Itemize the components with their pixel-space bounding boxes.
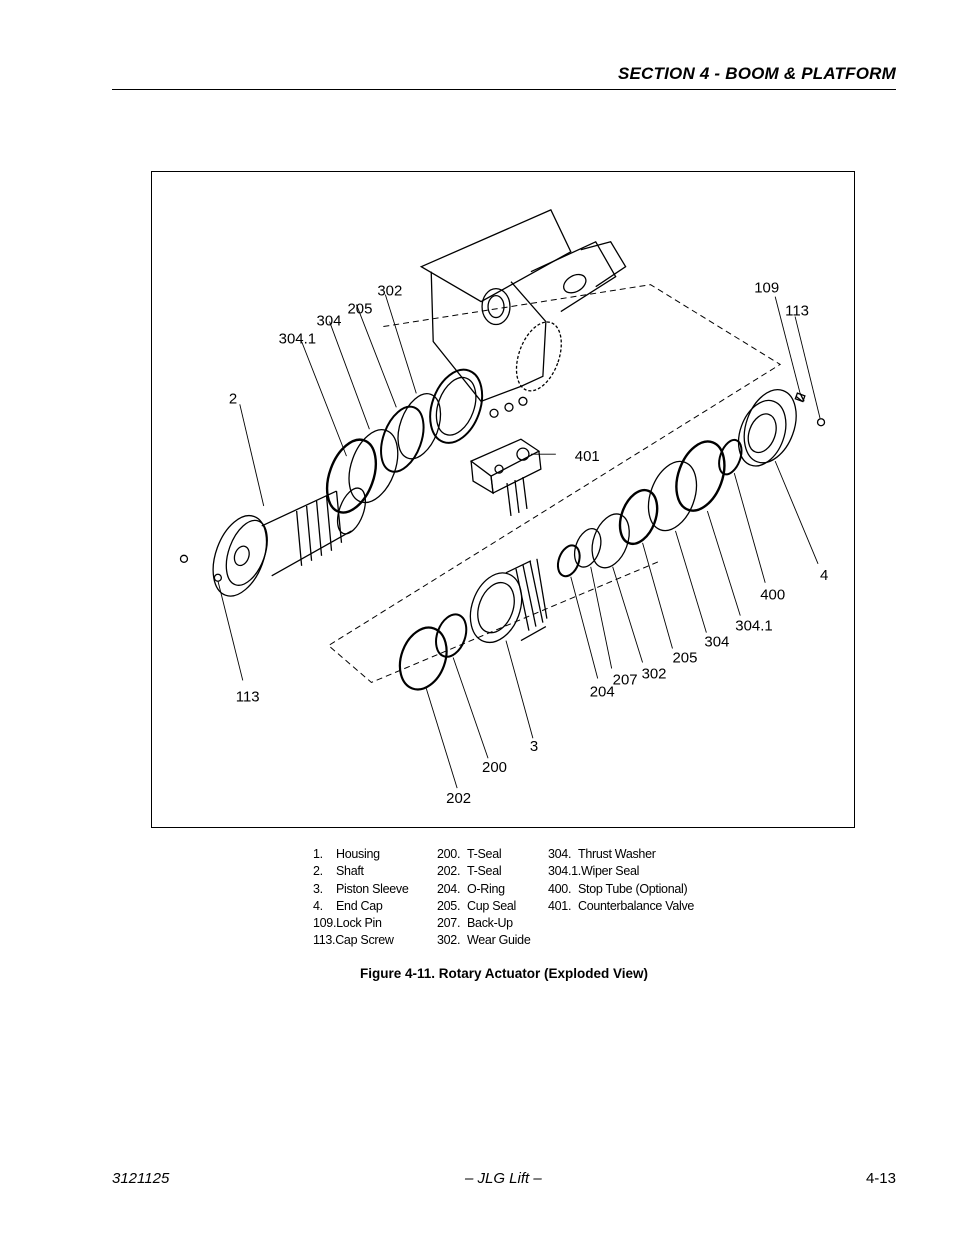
legend-column-3: 304.Thrust Washer 304.1.Wiper Seal 400.S… (548, 846, 694, 915)
page-number: 4-13 (865, 1170, 896, 1187)
legend-item: 205.Cup Seal (437, 898, 517, 913)
callout-400: 400 (760, 587, 785, 604)
wiper-seal-right-part (675, 440, 726, 512)
callout-207: 207 (613, 671, 638, 688)
header-rule (112, 89, 896, 90)
legend-item: 1.Housing (313, 847, 380, 861)
legend-item: 113.Cap Screw (313, 933, 394, 948)
callout-302-top: 302 (377, 283, 402, 300)
legend-item: 304.1.Wiper Seal (548, 864, 640, 879)
callout-202: 202 (446, 790, 471, 807)
legend-item: 302.Wear Guide (437, 933, 531, 948)
legend-item: 202.T-Seal (437, 864, 502, 879)
shaft-part (179, 487, 367, 597)
callout-304-1-top: 304.1 (279, 330, 316, 347)
callout-3: 3 (530, 738, 538, 755)
legend-item: 207.Back-Up (437, 916, 513, 931)
legend-item: 401.Counterbalance Valve (548, 898, 695, 913)
callout-304-1-bottom: 304.1 (735, 618, 772, 635)
footer-publisher: – JLG Lift – (465, 1170, 542, 1187)
callout-113-top: 113 (785, 303, 809, 320)
o-ring-part (556, 544, 581, 578)
t-seal-202-part (398, 626, 448, 691)
t-seal-200-part (435, 613, 468, 658)
housing-part (419, 209, 627, 444)
section-title: SECTION 4 - BOOM & PLATFORM (617, 64, 896, 83)
leader-lines (217, 294, 821, 789)
legend-item: 204.O-Ring (437, 881, 505, 896)
callout-109: 109 (754, 280, 779, 297)
callout-113-left: 113 (236, 688, 260, 705)
cup-seal-right-part (618, 488, 659, 546)
cup-seal-part (380, 405, 425, 473)
thrust-washer-right-part (647, 460, 698, 532)
wear-guide-right-part (591, 513, 630, 569)
legend-column-1: 1.Housing 2.Shaft 3.Piston Sleeve 4.End … (313, 846, 409, 950)
legend-item: 304.Thrust Washer (548, 847, 656, 861)
callout-205-top: 205 (347, 301, 372, 318)
stop-tube-part (718, 438, 743, 476)
legend-item: 4.End Cap (313, 898, 383, 913)
rotary-actuator-drawing: 2 304.1 304 205 302 401 109 113 4 400 30… (179, 209, 828, 807)
callout-2: 2 (229, 390, 237, 407)
callout-4: 4 (820, 567, 828, 584)
callout-200: 200 (482, 759, 507, 776)
legend-item: 400.Stop Tube (Optional) (548, 881, 688, 896)
legend-item: 2.Shaft (313, 864, 364, 879)
callout-304-bottom: 304 (704, 634, 729, 651)
legend-item: 109.Lock Pin (313, 916, 382, 931)
callout-302-bottom: 302 (642, 665, 667, 682)
doc-number: 3121125 (112, 1170, 170, 1187)
legend-item: 3.Piston Sleeve (313, 881, 409, 896)
legend-column-2: 200.T-Seal 202.T-Seal 204.O-Ring 205.Cup… (437, 846, 531, 950)
figure-caption: Figure 4-11. Rotary Actuator (Exploded V… (359, 966, 649, 981)
end-cap-part (737, 389, 826, 467)
callout-304-top: 304 (317, 313, 342, 330)
callout-205-bottom: 205 (672, 650, 697, 667)
callout-204: 204 (590, 683, 615, 700)
counterbalance-valve-part (469, 438, 542, 517)
callout-401: 401 (575, 448, 600, 465)
legend-item: 200.T-Seal (437, 847, 502, 861)
back-up-part (573, 528, 602, 568)
piston-sleeve-part (469, 558, 548, 644)
wear-guide-part (397, 393, 442, 460)
exploded-view-figure: 2 304.1 304 205 302 401 109 113 4 400 30… (151, 171, 855, 828)
thrust-washer-part (348, 429, 399, 504)
